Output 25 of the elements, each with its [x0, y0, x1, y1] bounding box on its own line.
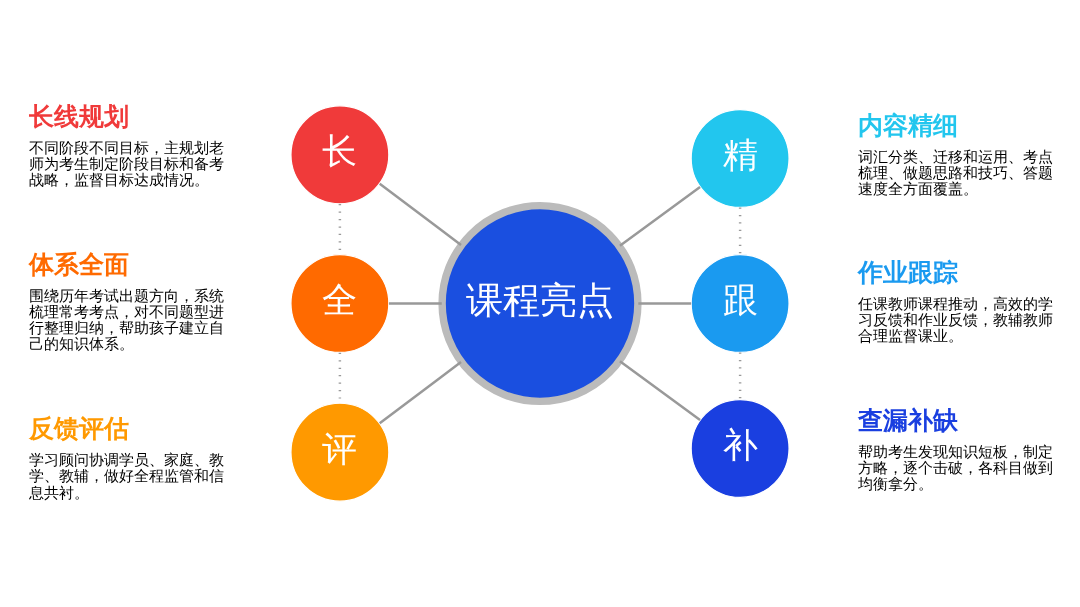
node-label: 查漏补缺 [857, 405, 958, 435]
connector [388, 302, 442, 305]
node-label: 不同阶段不同目标，主规划老师为考生制定阶段目标和备考战略，监督目标达成情况。 [28, 139, 224, 190]
node-label: 任课教师课程推动，高效的学习反馈和作业反馈，教辅教师合理监督课业。 [857, 295, 1053, 346]
connector [638, 302, 692, 305]
connector [378, 361, 462, 425]
node-label: 体系全面 [28, 249, 129, 279]
node-label: 反馈评估 [28, 414, 129, 444]
node-label: 内容精细 [857, 110, 958, 140]
node-circle: 课程亮点 [438, 201, 642, 406]
node-circle: 全 [290, 253, 390, 354]
node-label: 长线规划 [28, 102, 129, 132]
node-circle: 精 [690, 108, 790, 209]
node-label: 词汇分类、迁移和运用、考点梳理、做题思路和技巧、答题速度全方面覆盖。 [857, 147, 1053, 198]
connector [619, 360, 701, 421]
node-label: 帮助考生发现知识短板，制定方略，逐个击破，各科目做到均衡拿分。 [857, 442, 1053, 493]
node-label: 围绕历年考试出题方向，系统梳理常考考点，对不同题型进行整理归纳，帮助孩子建立自己的知识体系。 [28, 286, 224, 353]
node-circle: 评 [290, 402, 390, 502]
connector [378, 182, 462, 246]
node-circle: 跟 [690, 253, 790, 354]
connector [619, 186, 701, 247]
node-circle: 补 [690, 398, 790, 499]
node-circle: 长 [290, 105, 390, 205]
node-label: 作业跟踪 [857, 258, 958, 288]
node-label: 学习顾问协调学员、家庭、教学、教辅，做好全程监管和信息共衬。 [28, 451, 224, 502]
